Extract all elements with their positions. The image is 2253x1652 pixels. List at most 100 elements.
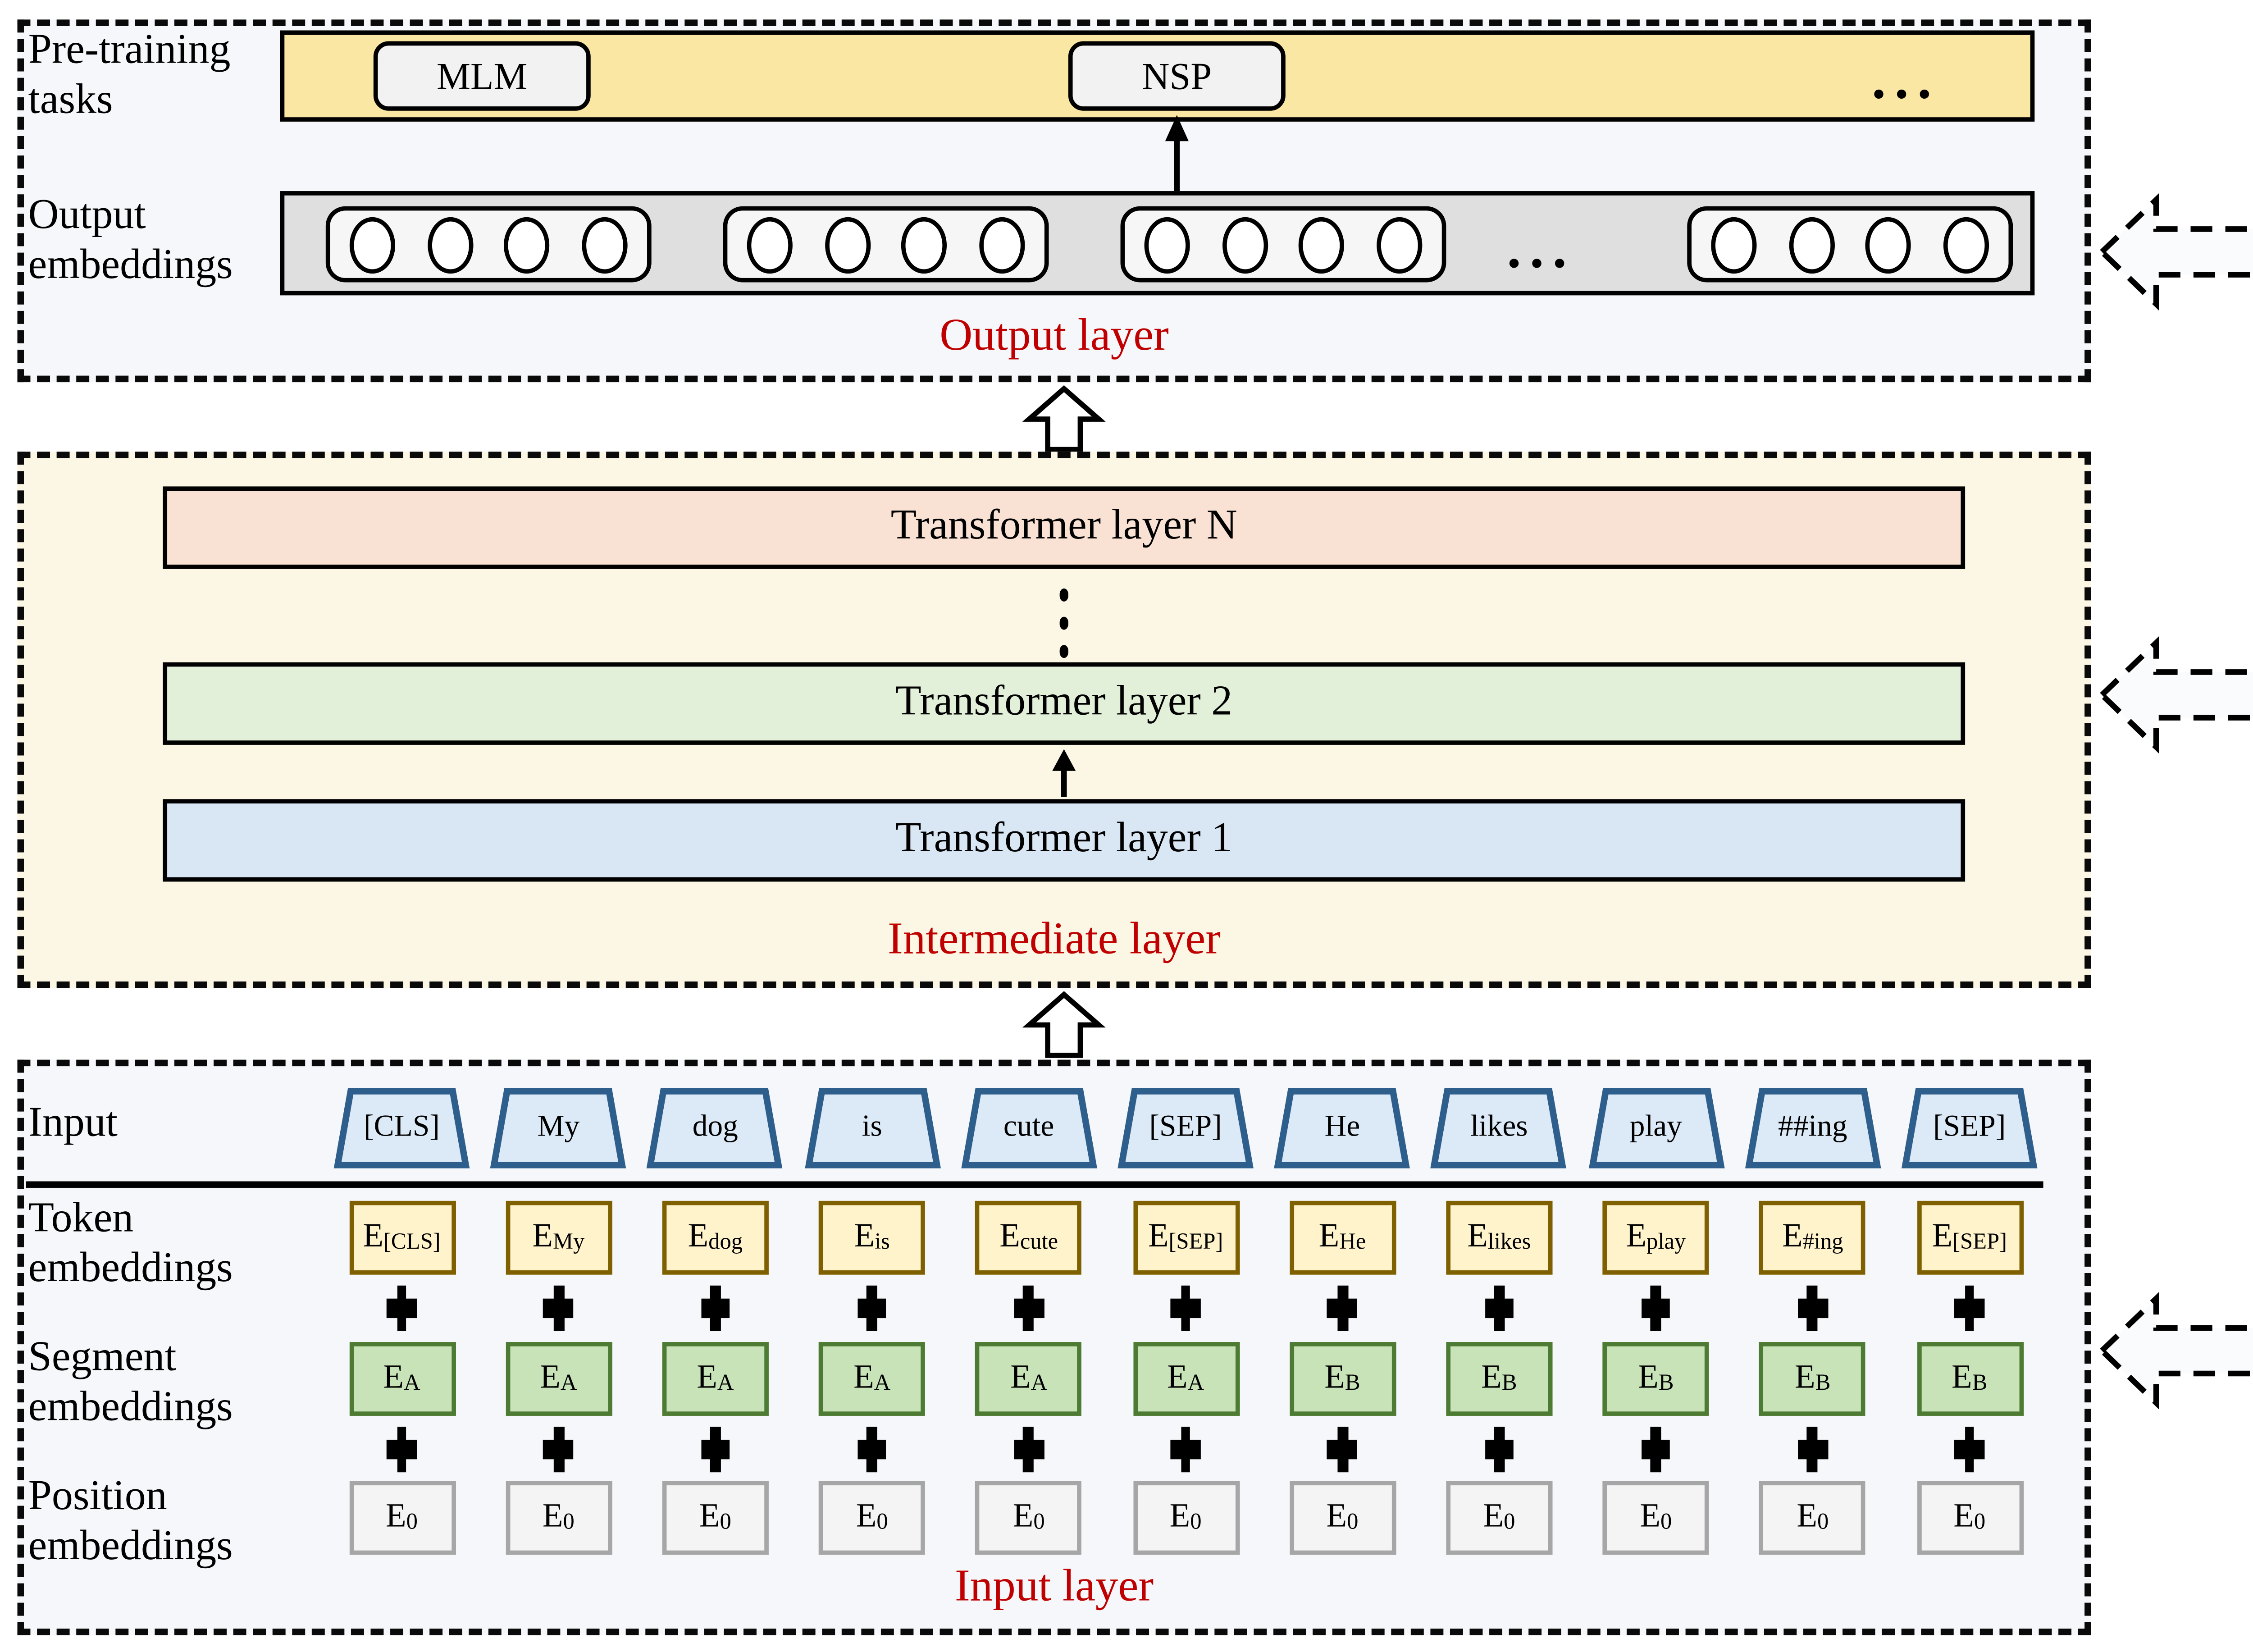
embedding-circle (504, 216, 550, 273)
input-token-label: He (1324, 1110, 1360, 1144)
input-token-label: [CLS] (364, 1110, 440, 1144)
embedding-circle (349, 216, 396, 273)
embedding-circle-group (1120, 206, 1446, 283)
output-layer-caption: Output layer (940, 308, 1169, 361)
embedding-circle (1943, 216, 1989, 273)
input-token-trapezoid: play (1588, 1088, 1724, 1168)
input-token-label: dog (692, 1110, 738, 1144)
plus-icon (853, 1427, 892, 1473)
plus-icon (1636, 1285, 1675, 1331)
embedding-circle (747, 216, 793, 273)
embedding-circle (1377, 216, 1423, 273)
plus-icon (1009, 1427, 1049, 1473)
plus-icon (1323, 1427, 1362, 1473)
input-token-trapezoid: cute (961, 1088, 1097, 1168)
token-embedding-box: E[CLS] (348, 1200, 455, 1275)
plus-icon (1166, 1427, 1205, 1473)
up-arrow-output-icon (1022, 385, 1106, 452)
embedding-circle (1711, 216, 1757, 273)
input-token-trapezoid: [SEP] (1117, 1088, 1254, 1168)
embedding-circle-group (723, 206, 1049, 283)
input-token-label: cute (1003, 1110, 1054, 1144)
input-token-label: My (537, 1110, 580, 1144)
transformer-layer-1-bar: Transformer layer 1 (163, 799, 1966, 882)
input-token-trapezoid: [CLS] (333, 1088, 470, 1168)
output-embeddings-label: Output embeddings (28, 193, 233, 288)
input-token-trapezoid: likes (1431, 1088, 1567, 1168)
token-embedding-box: E[SEP] (1132, 1200, 1239, 1275)
plus-icon (1636, 1427, 1675, 1473)
embedding-circle (582, 216, 628, 273)
connector-arrow-before-icon (2098, 1292, 2253, 1410)
layer1-to-layer2-arrow (1052, 749, 1076, 797)
plus-icon (539, 1427, 578, 1473)
plus-icon (1323, 1285, 1362, 1331)
plus-icon (853, 1285, 892, 1331)
input-token-trapezoid: He (1274, 1088, 1410, 1168)
vertical-ellipsis-icon (1051, 588, 1077, 658)
embedding-circle (427, 216, 473, 273)
mlm-task-box: MLM (373, 41, 591, 111)
input-token-label: is (862, 1110, 882, 1144)
embedding-circle (979, 216, 1025, 273)
nsp-arrow (1165, 115, 1189, 192)
transformer-layer-n-bar: Transformer layer N (163, 486, 1966, 569)
input-separator-line (26, 1181, 2043, 1187)
input-label: Input (28, 1101, 118, 1147)
input-token-label: [SEP] (1149, 1110, 1222, 1144)
nsp-task-box: NSP (1068, 41, 1286, 111)
embedding-circle (824, 216, 870, 273)
token-embedding-box: E[SEP] (1916, 1200, 2023, 1275)
plus-icon (1793, 1285, 1832, 1331)
embedding-circle (1865, 216, 1912, 273)
plus-icon (1950, 1427, 1989, 1473)
plus-icon (696, 1285, 735, 1331)
plus-icon (1480, 1285, 1519, 1331)
input-token-label: ##ing (1778, 1110, 1847, 1144)
plus-icon (1950, 1285, 1989, 1331)
input-token-label: [SEP] (1933, 1110, 2006, 1144)
plus-icon (1793, 1427, 1832, 1473)
segment-embeddings-label: Segment embeddings (28, 1335, 233, 1430)
plus-icon (1166, 1285, 1205, 1331)
token-embeddings-label: Token embeddings (28, 1196, 233, 1291)
input-token-trapezoid: [SEP] (1901, 1088, 2038, 1168)
plus-icon (1009, 1285, 1049, 1331)
embedding-circle-group (1687, 206, 2013, 283)
embedding-circle (1144, 216, 1190, 273)
plus-icon (382, 1285, 421, 1331)
position-embeddings-label: Position embeddings (28, 1474, 233, 1570)
connector-arrow-during-icon (2098, 636, 2253, 754)
input-token-trapezoid: is (804, 1088, 940, 1168)
plus-icon (382, 1427, 421, 1473)
embedding-circle (1299, 216, 1345, 273)
tasks-ellipsis: ... (1871, 48, 1940, 111)
plus-icon (1480, 1427, 1519, 1473)
intermediate-layer-caption: Intermediate layer (888, 912, 1221, 964)
up-arrow-intermediate-icon (1022, 991, 1106, 1058)
input-token-trapezoid: ##ing (1745, 1088, 1881, 1168)
